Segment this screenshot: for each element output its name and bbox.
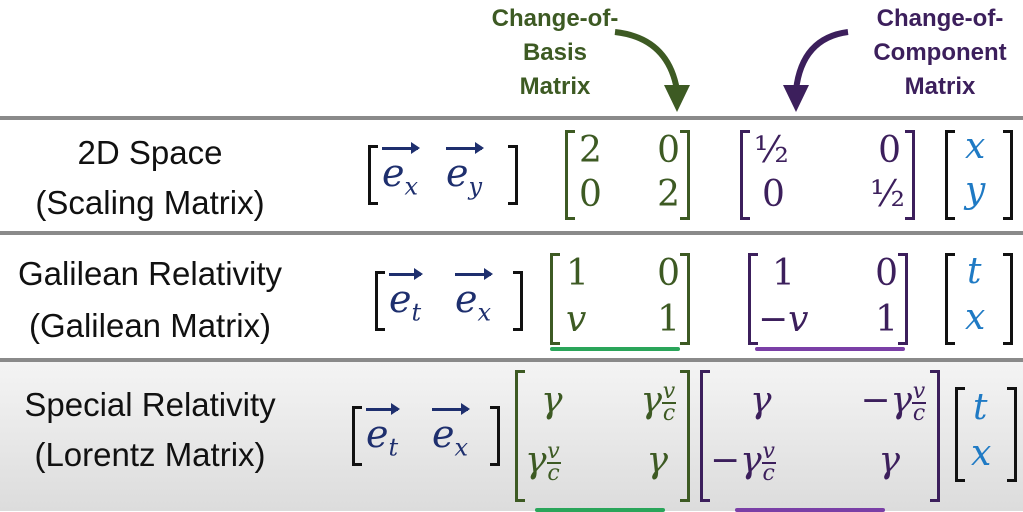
component-matrix: ½ 0 0 ½	[740, 130, 915, 220]
row-subtitle: (Lorentz Matrix)	[34, 436, 266, 473]
divider	[0, 116, 1023, 120]
row-title: Special Relativity	[24, 386, 276, 423]
arrow-icon	[614, 29, 690, 112]
label-line: Basis	[522, 39, 588, 66]
component-matrix: 1 0 −v 1	[748, 253, 908, 345]
underline-mark	[755, 347, 905, 351]
basis-matrix: 1 0 v 1	[550, 253, 690, 345]
label-line: Matrix	[519, 73, 591, 100]
row-title: Galilean Relativity	[17, 255, 283, 292]
components-vector: t x	[955, 387, 1017, 482]
underline-mark	[550, 347, 680, 351]
basis-vectors: et ex	[375, 268, 523, 331]
divider	[0, 358, 1023, 362]
basis-vectors: et ex	[352, 403, 500, 466]
row-2d-space: 2D Space (Scaling Matrix) ex ey 2 0 0 2 …	[0, 120, 1023, 231]
underline-mark	[735, 508, 885, 512]
label-line: Change-of-	[876, 5, 1004, 32]
row-special-relativity: Special Relativity (Lorentz Matrix) et e…	[0, 362, 1023, 512]
change-of-component-label: Change-of- Component Matrix	[855, 2, 1023, 104]
components-vector: t x	[945, 251, 1013, 345]
label-line: Matrix	[904, 73, 976, 100]
basis-vector: et	[389, 268, 424, 327]
basis-vector: ex	[432, 403, 471, 462]
components-vector: x y	[945, 126, 1013, 220]
basis-matrix: 2 0 0 2	[565, 130, 690, 220]
basis-vector: ex	[382, 142, 421, 201]
basis-vector: et	[366, 403, 401, 462]
row-subtitle: (Galilean Matrix)	[28, 307, 272, 344]
change-of-basis-label: Change-of- Basis Matrix	[470, 2, 640, 104]
row-subtitle: (Scaling Matrix)	[35, 184, 265, 221]
basis-vector: ex	[455, 268, 494, 327]
underline-mark	[535, 508, 665, 512]
label-line: Component	[873, 39, 1007, 66]
row-title: 2D Space	[77, 134, 223, 171]
divider	[0, 231, 1023, 235]
basis-vector: ey	[446, 142, 485, 201]
label-line: Change-of-	[491, 5, 619, 32]
row-galilean: Galilean Relativity (Galilean Matrix) et…	[0, 235, 1023, 358]
arrow-icon	[783, 29, 849, 112]
basis-vectors: ex ey	[368, 142, 518, 205]
